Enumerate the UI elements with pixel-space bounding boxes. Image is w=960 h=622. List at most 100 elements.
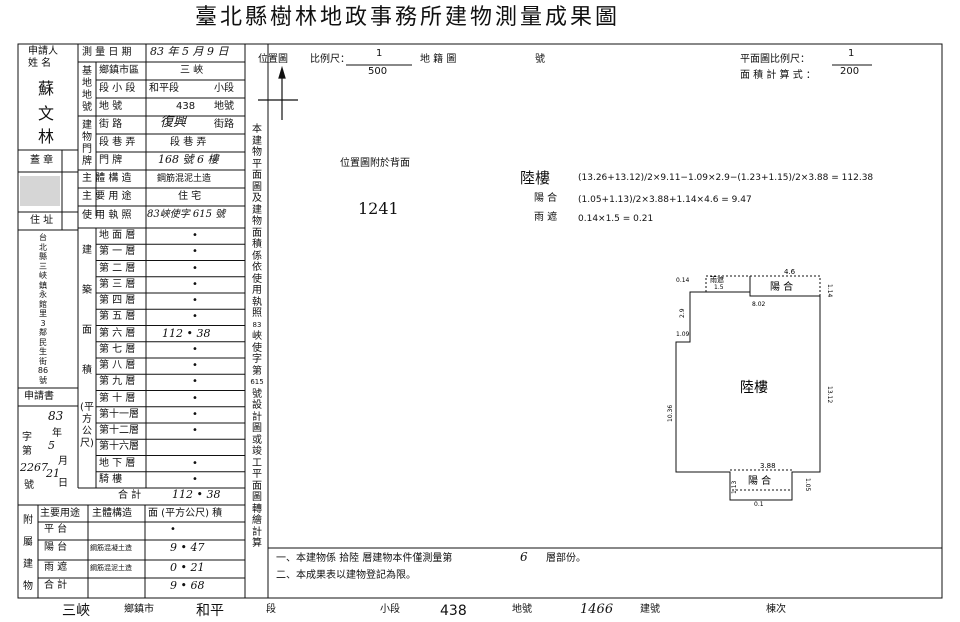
plan-outline [675,291,821,501]
vertical-note-char: 平 [252,469,262,480]
section-label: 段 小 段 [99,83,136,94]
bottom-lot-label: 地號 [512,604,532,615]
area-side-4: 積 [82,365,92,376]
total-label: 合 計 [118,490,142,501]
dim-388: 3.88 [760,462,776,470]
plan-balcony-top: 陽 合 [770,280,793,293]
balcony-bottom-box [729,469,793,491]
att-area: • [170,524,176,535]
floor-label: 第 七 層 [99,343,136,355]
att-header-area: 面 (平方公尺) 積 [148,508,223,519]
plan-canopy: 雨遮 [710,275,724,284]
vertical-note-char: 繪 [252,515,262,526]
vertical-note-char: 使 [252,342,262,354]
page-title: 臺北縣樹林地政事務所建物測量成果圖 [195,5,621,30]
bottom-section: 和平 [196,603,224,619]
applicant-name-2: 文 [38,104,55,123]
plan-balcony-bottom: 陽 合 [748,474,771,487]
dim-01: 0.1 [754,501,764,508]
vertical-note-char: 設 [252,400,262,411]
dim-014: 0.14 [676,277,690,284]
att-area: 9 • 68 [170,579,205,592]
location-label: 位置圖 [258,54,288,65]
vertical-note-char: 算 [252,538,262,549]
area-calc-label: 面 積 計 算 式 ： [740,70,816,81]
calc-canopy-label: 雨 遮 [534,212,558,223]
floor-value: • [192,230,198,241]
lane-value: 段 巷 弄 [170,137,207,148]
applicant-name-3: 林 [38,127,55,146]
seal-label: 蓋 章 [30,155,54,166]
floor-label: 第十一層 [99,408,139,420]
survey-date-value: 83 年 5 月 9 日 [150,45,229,58]
location-note: 位置圖附於背面 [340,158,410,169]
vertical-note-char: 使 [252,273,262,285]
att-use: 陽 台 [44,542,68,553]
floor-value: • [192,278,198,290]
vertical-note-char: 物 [252,147,262,158]
floor-value: • [192,343,198,355]
app-word: 字 [22,432,32,443]
app-day-char: 日 [58,478,68,489]
plan-room-label: 陸樓 [740,380,768,396]
bottom-subsection-label: 小段 [380,604,400,615]
street-label: 街 路 [99,119,123,130]
dim-114: 1.14 [826,284,833,298]
attached-label: 附屬 建物 [23,515,33,592]
app-month-hand: 5 [48,439,55,452]
total-value: 112 • 38 [172,488,221,501]
lane-label: 段 巷 弄 [99,137,136,148]
base-label: 基地地號 [82,66,92,113]
vertical-note-char: 面 [252,480,262,492]
vertical-note-char: 第 [252,365,262,377]
floor-value: • [192,262,198,274]
vertical-note-char: 計 [252,411,262,423]
doorplate-label: 建物門牌 [82,120,92,167]
calc-balcony-formula: (1.05+1.13)/2×3.88+1.14×4.6 = 9.47 [578,195,752,205]
lot-label: 地 號 [99,101,123,112]
note-floor-hand: 6 [520,550,528,564]
att-use: 雨 遮 [44,562,68,573]
vertical-note-char: 本 [252,124,262,135]
use-value: 住 宅 [178,191,202,202]
vertical-note-char: 面 [252,170,262,181]
vertical-note-char: 字 [252,354,262,365]
floor-label: 第 十 層 [99,392,136,404]
vertical-note-char: 物 [252,216,262,227]
bottom-section-label: 段 [266,604,276,615]
applicant-name-1: 蘇 [38,79,55,98]
balcony-top-box [749,275,821,297]
structure-label: 主 體 構 造 [82,173,132,184]
applicant-label-2: 姓 名 [28,58,52,69]
floor-label: 第十六層 [99,441,139,453]
calc-balcony-label: 陽 合 [534,193,558,204]
floor-value: • [192,246,198,258]
door-label: 門 牌 [99,155,123,166]
app-no: 第 [22,446,32,457]
app-number-hand: 2267 [20,461,48,474]
application-label: 申請書 [24,391,54,402]
vertical-note-char: 峽 [252,331,262,342]
vertical-note-char: 工 [252,457,262,469]
floor-label: 第 六 層 [99,327,136,339]
street-value: 復興 [160,115,187,130]
door-value: 168 號 6 樓 [158,153,219,166]
bottom-lot: 438 [440,603,467,619]
calc-main-formula: (13.26+13.12)/2×9.11−1.09×2.9−(1.23+1.15… [578,173,874,183]
town-value: 三 峽 [180,65,204,76]
area-side-2: 築 [82,285,92,296]
att-use: 合 計 [44,580,68,591]
vertical-note-char: 或 [252,434,262,446]
use-label: 主 要 用 途 [82,191,132,202]
vertical-note-char: 圖 [252,492,262,503]
att-struct: 鋼筋混凝土造 [90,544,132,552]
floor-label: 第 四 層 [99,295,136,306]
vertical-note-char: 轉 [252,503,262,515]
note-2: 二、本成果表以建物登記為限。 [276,570,416,581]
floor-label: 第十二層 [99,425,139,436]
floor-value: • [192,457,198,469]
seal-stamp [20,176,60,206]
plan-scale-label: 平面圖比例尺： [740,54,810,65]
vertical-note-char: 積 [252,239,262,250]
